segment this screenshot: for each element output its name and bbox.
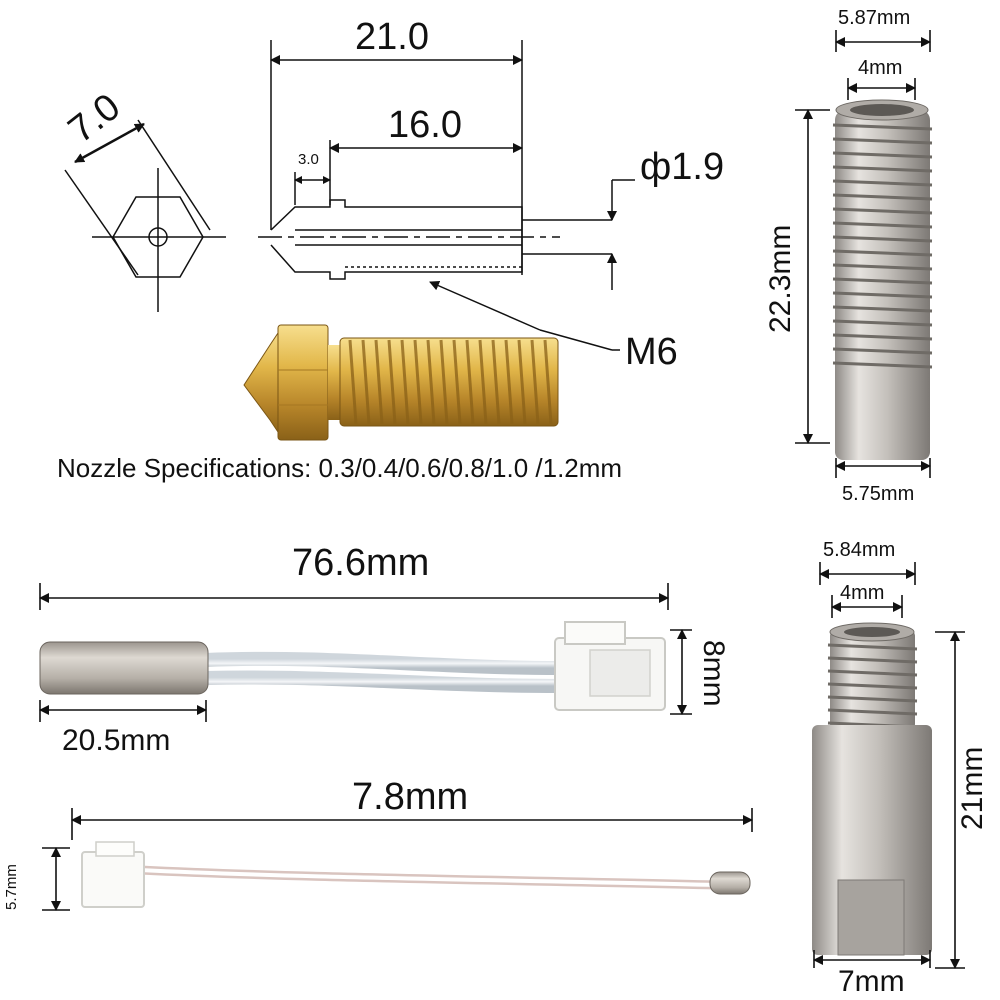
heatbreak-thread-ridge — [827, 695, 918, 703]
heatbreak-top — [832, 99, 933, 460]
nozzle-thread-length-label: 16.0 — [388, 104, 462, 146]
heatbreak-thread-ridge — [827, 643, 918, 651]
nozzle-thread-ridge — [517, 339, 527, 425]
heatbreak-bottom — [812, 622, 932, 956]
heatbreak-thread-ridge — [827, 669, 918, 677]
nozzle-thread-ridge — [465, 339, 475, 425]
thermistor-dims — [42, 808, 753, 911]
heatbreak-thread-ridge — [827, 682, 918, 690]
nozzle-thread-label: M6 — [625, 331, 678, 373]
brass-nozzle — [243, 324, 559, 441]
nozzle-thread-ridge — [439, 339, 449, 425]
nozzle-thread-ridge — [530, 339, 540, 425]
nozzle-thread-ridge — [413, 339, 423, 425]
nozzle-bore-label: ф1.9 — [640, 146, 725, 188]
heatbreak-thread-ridge — [832, 333, 933, 341]
nozzle-thread-ridge — [387, 339, 397, 425]
heater-cartridge-dims — [39, 583, 692, 722]
nozzle-thread-ridge — [504, 339, 514, 425]
nozzle-thread-ridge — [348, 339, 358, 425]
heatbreak-thread-ridge — [832, 249, 933, 257]
heatbreak-top-outer-width-label: 5.87mm — [838, 7, 911, 29]
heatbreak-thread-ridge — [827, 708, 918, 716]
heatbreak-thread-ridge — [832, 207, 933, 215]
nozzle-thread-ridge — [426, 339, 436, 425]
nozzle-side-drawing — [258, 40, 635, 351]
heatbreak-thread-ridge — [832, 123, 933, 131]
heatbreak-thread-ridge — [832, 263, 933, 271]
heatbreak-thread-ridge — [832, 319, 933, 327]
nozzle-thread-ridge — [491, 339, 501, 425]
heatbreak-thread-ridge — [832, 193, 933, 201]
nozzle-thread-ridge — [478, 339, 488, 425]
heatbreak-thread-ridge — [832, 221, 933, 229]
heatbreak-thread-ridge — [827, 656, 918, 664]
nozzle-thread-ridge — [543, 339, 553, 425]
heatbreak-thread-ridge — [832, 179, 933, 187]
hex-end-view — [64, 119, 226, 312]
heatbreak-bottom-outer-width-label: 5.84mm — [823, 539, 896, 561]
heatbreak-thread-ridge — [832, 291, 933, 299]
heater-cartridge — [39, 621, 666, 711]
thermistor-connector-height-label: 5.7mm — [3, 864, 20, 910]
nozzle-thread-ridge — [374, 339, 384, 425]
nozzle-thread-ridge — [452, 339, 462, 425]
heatbreak-thread-ridge — [832, 165, 933, 173]
heatbreak-bottom-dims — [813, 562, 965, 969]
heatbreak-bottom-inner-width-label: 4mm — [840, 582, 885, 604]
heatbreak-bottom-bottom-width-label: 7mm — [838, 965, 905, 998]
heater-cartridge-connector-height-label: 8mm — [697, 640, 730, 707]
nozzle-thread-ridge — [400, 339, 410, 425]
heatbreak-thread-ridge — [832, 137, 933, 145]
heater-cartridge-body-length-label: 20.5mm — [62, 724, 171, 757]
heatbreak-top-dims — [795, 30, 931, 478]
heater-cartridge-length-label: 76.6mm — [292, 542, 430, 584]
heatbreak-top-height-label: 22.3mm — [764, 224, 797, 333]
heatbreak-thread-ridge — [832, 347, 933, 355]
heatbreak-thread-ridge — [832, 361, 933, 369]
heatbreak-thread-ridge — [832, 151, 933, 159]
nozzle-thread-ridge — [361, 339, 371, 425]
nozzle-spec-text: Nozzle Specifications: 0.3/0.4/0.6/0.8/1… — [57, 453, 623, 483]
nozzle-length-total-label: 21.0 — [355, 16, 429, 58]
heatbreak-thread-ridge — [832, 235, 933, 243]
thermistor-length-label: 7.8mm — [352, 776, 469, 818]
heatbreak-thread-ridge — [832, 305, 933, 313]
nozzle-tip-length-label: 3.0 — [298, 151, 319, 168]
heatbreak-top-inner-width-label: 4mm — [858, 57, 903, 79]
heatbreak-bottom-height-label: 21mm — [956, 746, 989, 830]
heatbreak-top-bottom-width-label: 5.75mm — [842, 483, 915, 505]
thermistor — [81, 841, 751, 908]
heatbreak-thread-ridge — [832, 277, 933, 285]
